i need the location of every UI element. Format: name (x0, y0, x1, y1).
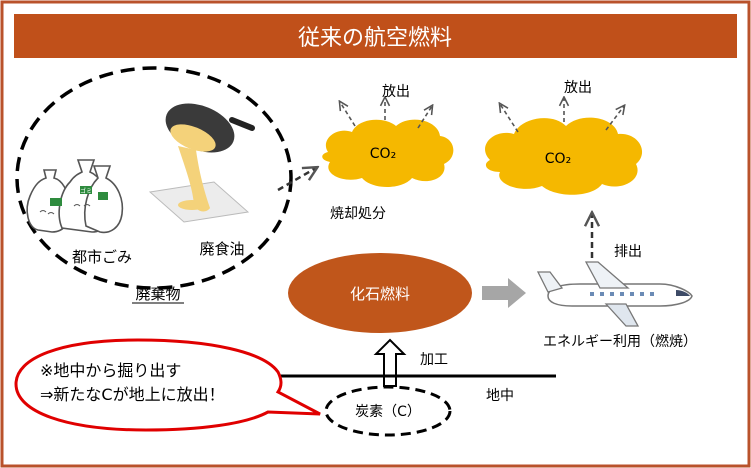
incineration-label: 焼却処分 (330, 206, 386, 222)
bag-tag: ゴミ (80, 187, 92, 195)
usage-arrow (482, 278, 526, 308)
exhaust-label: 排出 (614, 244, 642, 260)
processing-label: 加工 (420, 352, 448, 368)
co2-cloud-right-label: CO₂ (545, 151, 571, 167)
municipal-waste-label: 都市ごみ (72, 248, 132, 266)
title-bar (14, 14, 737, 58)
release-arrows-left (340, 98, 432, 129)
co2-cloud-left (322, 119, 454, 187)
co2-cloud-left-label: CO₂ (370, 146, 396, 162)
processing-arrow (373, 338, 407, 387)
waste-group-circle (15, 66, 293, 290)
waste-oil-label: 廃食油 (199, 240, 244, 258)
page-title: 従来の航空燃料 (298, 26, 452, 51)
release-label-right: 放出 (564, 80, 592, 96)
carbon-ellipse (324, 385, 452, 437)
waste-oil-pan-icon (148, 103, 255, 223)
callout-bubble (14, 338, 321, 432)
fossil-fuel-label: 化石燃料 (350, 285, 410, 303)
release-arrows-right (500, 98, 624, 133)
energy-usage-label: エネルギー利用（燃焼） (543, 333, 697, 350)
waste-group-label: 廃棄物 (135, 285, 180, 303)
fossil-fuel-ellipse (288, 253, 472, 333)
carbon-label: 炭素（C） (355, 404, 421, 420)
release-label-left: 放出 (382, 84, 410, 100)
co2-cloud-right (485, 117, 643, 195)
callout-line-2: ⇒新たなCが地上に放出！ (40, 385, 225, 404)
garbage-bags-icon: ゴミ (26, 159, 124, 234)
callout-line-1: ※地中から掘り出す (40, 361, 181, 380)
incineration-arrow (277, 168, 316, 192)
airplane-icon (536, 261, 693, 327)
underground-label: 地中 (486, 388, 514, 404)
